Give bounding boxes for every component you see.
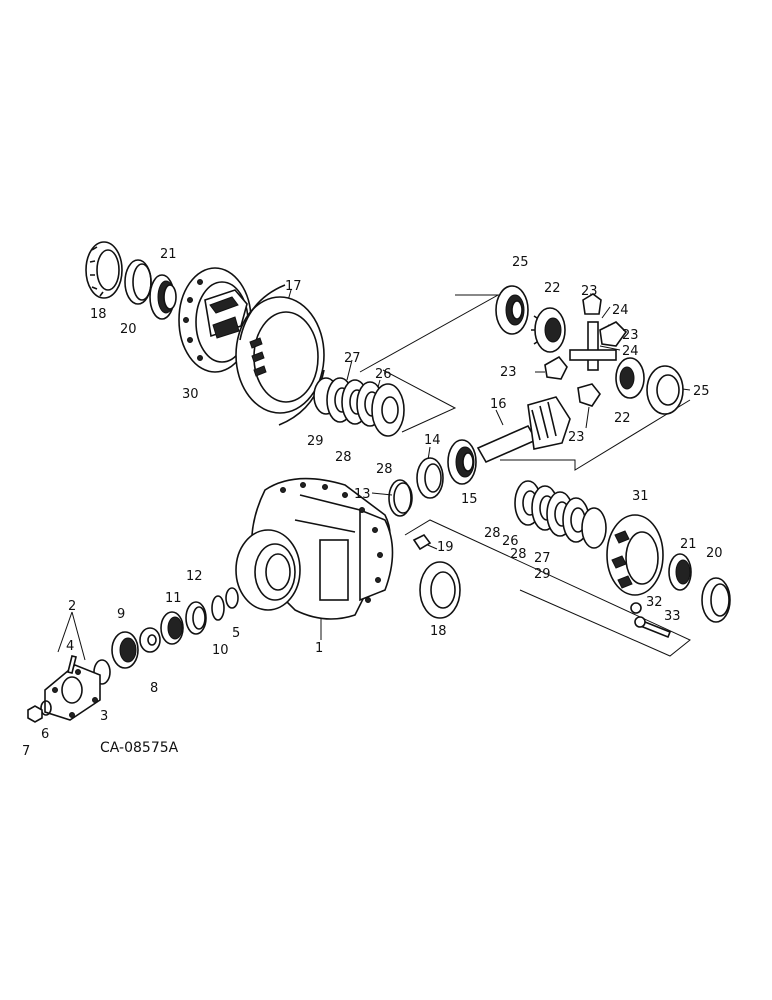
part-18-upper-bearing [85,241,123,299]
callout-28-c: 28 [484,526,501,541]
callout-11: 11 [165,591,182,606]
callout-17: 17 [285,279,302,294]
callout-1: 1 [315,641,323,656]
left-clutch-pack [313,377,405,437]
callout-18-upper: 18 [90,307,107,322]
callout-6: 6 [41,727,49,742]
part-21-right-bearing [668,553,692,591]
part-1-carrier-housing [235,477,394,620]
part-32-nut [630,602,642,614]
part-14-cup [416,457,444,499]
part-19-lock [412,533,432,551]
callout-26-left: 26 [375,367,392,382]
callout-24-b: 24 [622,344,639,359]
callout-18-lower: 18 [430,624,447,639]
callout-21-lower: 21 [680,537,697,552]
callout-12: 12 [186,569,203,584]
part-25-right [646,365,684,415]
part-15-bearing [447,439,477,485]
callout-30: 30 [182,387,199,402]
part-11-bearing [160,611,184,645]
drawing-code: CA-08575A [100,740,179,756]
part-7-nut [27,705,43,723]
callout-14: 14 [424,433,441,448]
callout-28-a: 28 [335,450,352,465]
part-16-pinion-shaft [476,396,571,464]
callout-5: 5 [232,626,240,641]
callout-23-d: 23 [568,430,585,445]
callout-25-upper: 25 [512,255,529,270]
callout-4: 4 [66,639,74,654]
callout-23-c: 23 [500,365,517,380]
part-4-bolt [67,655,77,674]
part-20-race [124,259,152,305]
callout-28-d: 28 [510,547,527,562]
callout-29-left: 29 [307,434,324,449]
callout-27-left: 27 [344,351,361,366]
part-13-shim [388,479,413,517]
callout-24-a: 24 [612,303,629,318]
callout-21-upper: 21 [160,247,177,262]
callout-10: 10 [212,643,229,658]
callout-33: 33 [664,609,681,624]
part-18-lower-adjuster [419,561,461,619]
part-17-ring-gear [235,284,325,426]
callout-16: 16 [490,397,507,412]
callout-25-right: 25 [693,384,710,399]
part-22-side-gear-lower [615,357,645,399]
callout-8: 8 [150,681,158,696]
part-9-seal [111,631,139,669]
part-5-washer [225,587,239,609]
part-21-bearing [149,274,177,320]
part-6-washer [40,700,52,716]
callout-2: 2 [68,599,76,614]
part-33-bolt [634,616,672,639]
callout-15: 15 [461,492,478,507]
callout-27-right: 27 [534,551,551,566]
part-31-diff-case [606,514,664,596]
callout-32: 32 [646,595,663,610]
callout-13: 13 [354,487,371,502]
part-10-snap-ring [211,595,225,621]
part-20-right-cup [701,577,731,623]
callout-19: 19 [437,540,454,555]
callout-31: 31 [632,489,649,504]
spider-gears-cross [544,293,628,407]
callout-20-upper: 20 [120,322,137,337]
part-12-cup [185,601,207,635]
callout-7: 7 [22,744,30,759]
callout-23-a: 23 [581,284,598,299]
callout-29-right: 29 [534,567,551,582]
part-8-washer [139,627,161,653]
callout-28-b: 28 [376,462,393,477]
callout-26-right: 26 [502,534,519,549]
callout-20-lower: 20 [706,546,723,561]
part-25-upper [495,285,529,335]
part-30-diff-case [178,267,252,373]
part-2-yoke [44,664,101,721]
part-22-side-gear-upper [531,307,566,353]
callout-22-upper: 22 [544,281,561,296]
callout-3: 3 [100,709,108,724]
callout-9: 9 [117,607,125,622]
right-clutch-pack [514,480,607,549]
callout-labels: 1 2 3 4 5 6 7 8 9 10 11 12 13 14 15 16 1… [22,247,723,759]
callout-23-b: 23 [622,328,639,343]
callout-22-lower: 22 [614,411,631,426]
